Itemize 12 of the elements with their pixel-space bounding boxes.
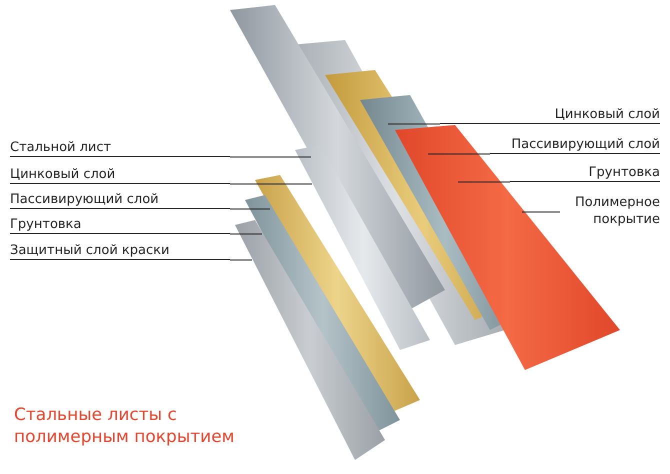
leader-line xyxy=(230,208,270,210)
layer-label: Полимерное покрытие xyxy=(560,194,660,228)
leader-line xyxy=(230,156,312,158)
layer-label: Стальной лист xyxy=(10,139,230,157)
caption: Стальные листы с полимерным покрытием xyxy=(14,404,236,448)
layer-label: Грунтовка xyxy=(10,216,230,234)
layer-label: Пассивирующий слой xyxy=(490,136,660,154)
layer-label: Грунтовка xyxy=(510,164,660,182)
layer-label: Цинковый слой xyxy=(10,166,230,184)
layer-label: Защитный слой краски xyxy=(10,242,230,260)
layer-label: Цинковый слой xyxy=(440,106,660,124)
layer-label: Пассивирующий слой xyxy=(10,191,230,209)
